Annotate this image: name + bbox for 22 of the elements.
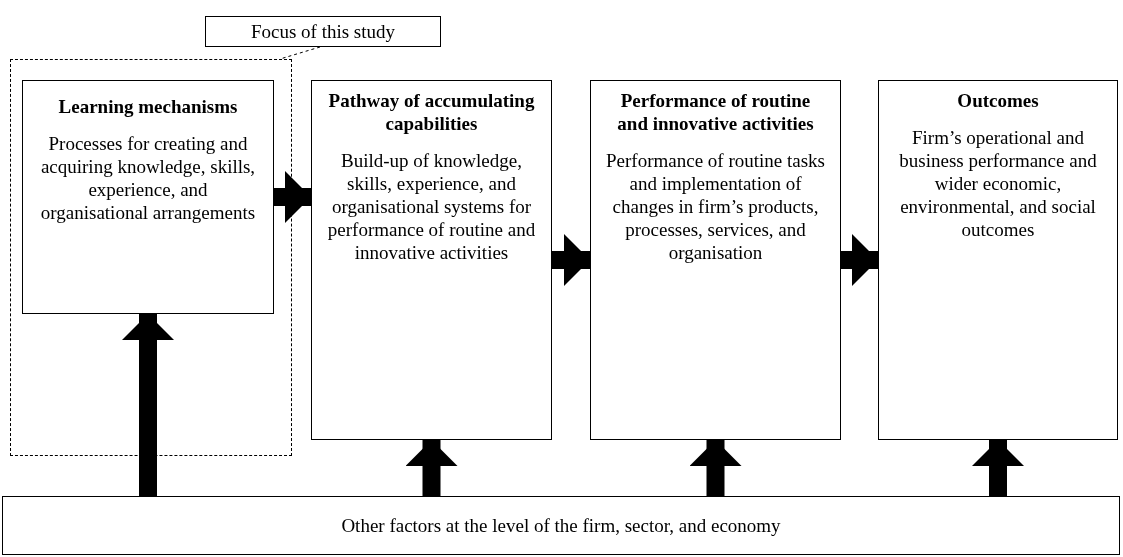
block-arrow [122, 314, 174, 496]
box-heading: Outcomes [956, 89, 1040, 112]
box-text: Processes for creating and acquiring knowledge, skills, experience, and organisational arrangements [39, 132, 257, 224]
factors-box: Other factors at the level of the firm, sector, and economy [2, 496, 1120, 555]
box-heading: Performance of routine and innovative activities [616, 89, 815, 135]
process-box [590, 80, 841, 440]
block-arrow [552, 234, 590, 286]
block-arrow [689, 440, 742, 496]
box-heading: Learning mechanisms [57, 95, 239, 118]
focus-region-frame [10, 59, 292, 456]
block-arrow [274, 171, 311, 223]
block-arrow [972, 440, 1024, 496]
process-box [878, 80, 1118, 440]
box-heading: Pathway of accumulating capabilities [327, 89, 536, 135]
box-text: Build-up of knowledge, skills, experience, and organisational systems for performance of routine and innovative activities [326, 149, 537, 264]
box-text: Performance of routine tasks and implementation of changes in firm’s products, processes, services, and organisation [605, 149, 826, 264]
process-box [22, 80, 274, 314]
block-arrow [405, 440, 458, 496]
callout-box: Focus of this study [205, 16, 441, 47]
box-text: Firm’s operational and business performance and wider economic, environmental, and social outcomes [898, 126, 1098, 241]
process-box [311, 80, 552, 440]
block-arrow [841, 234, 878, 286]
